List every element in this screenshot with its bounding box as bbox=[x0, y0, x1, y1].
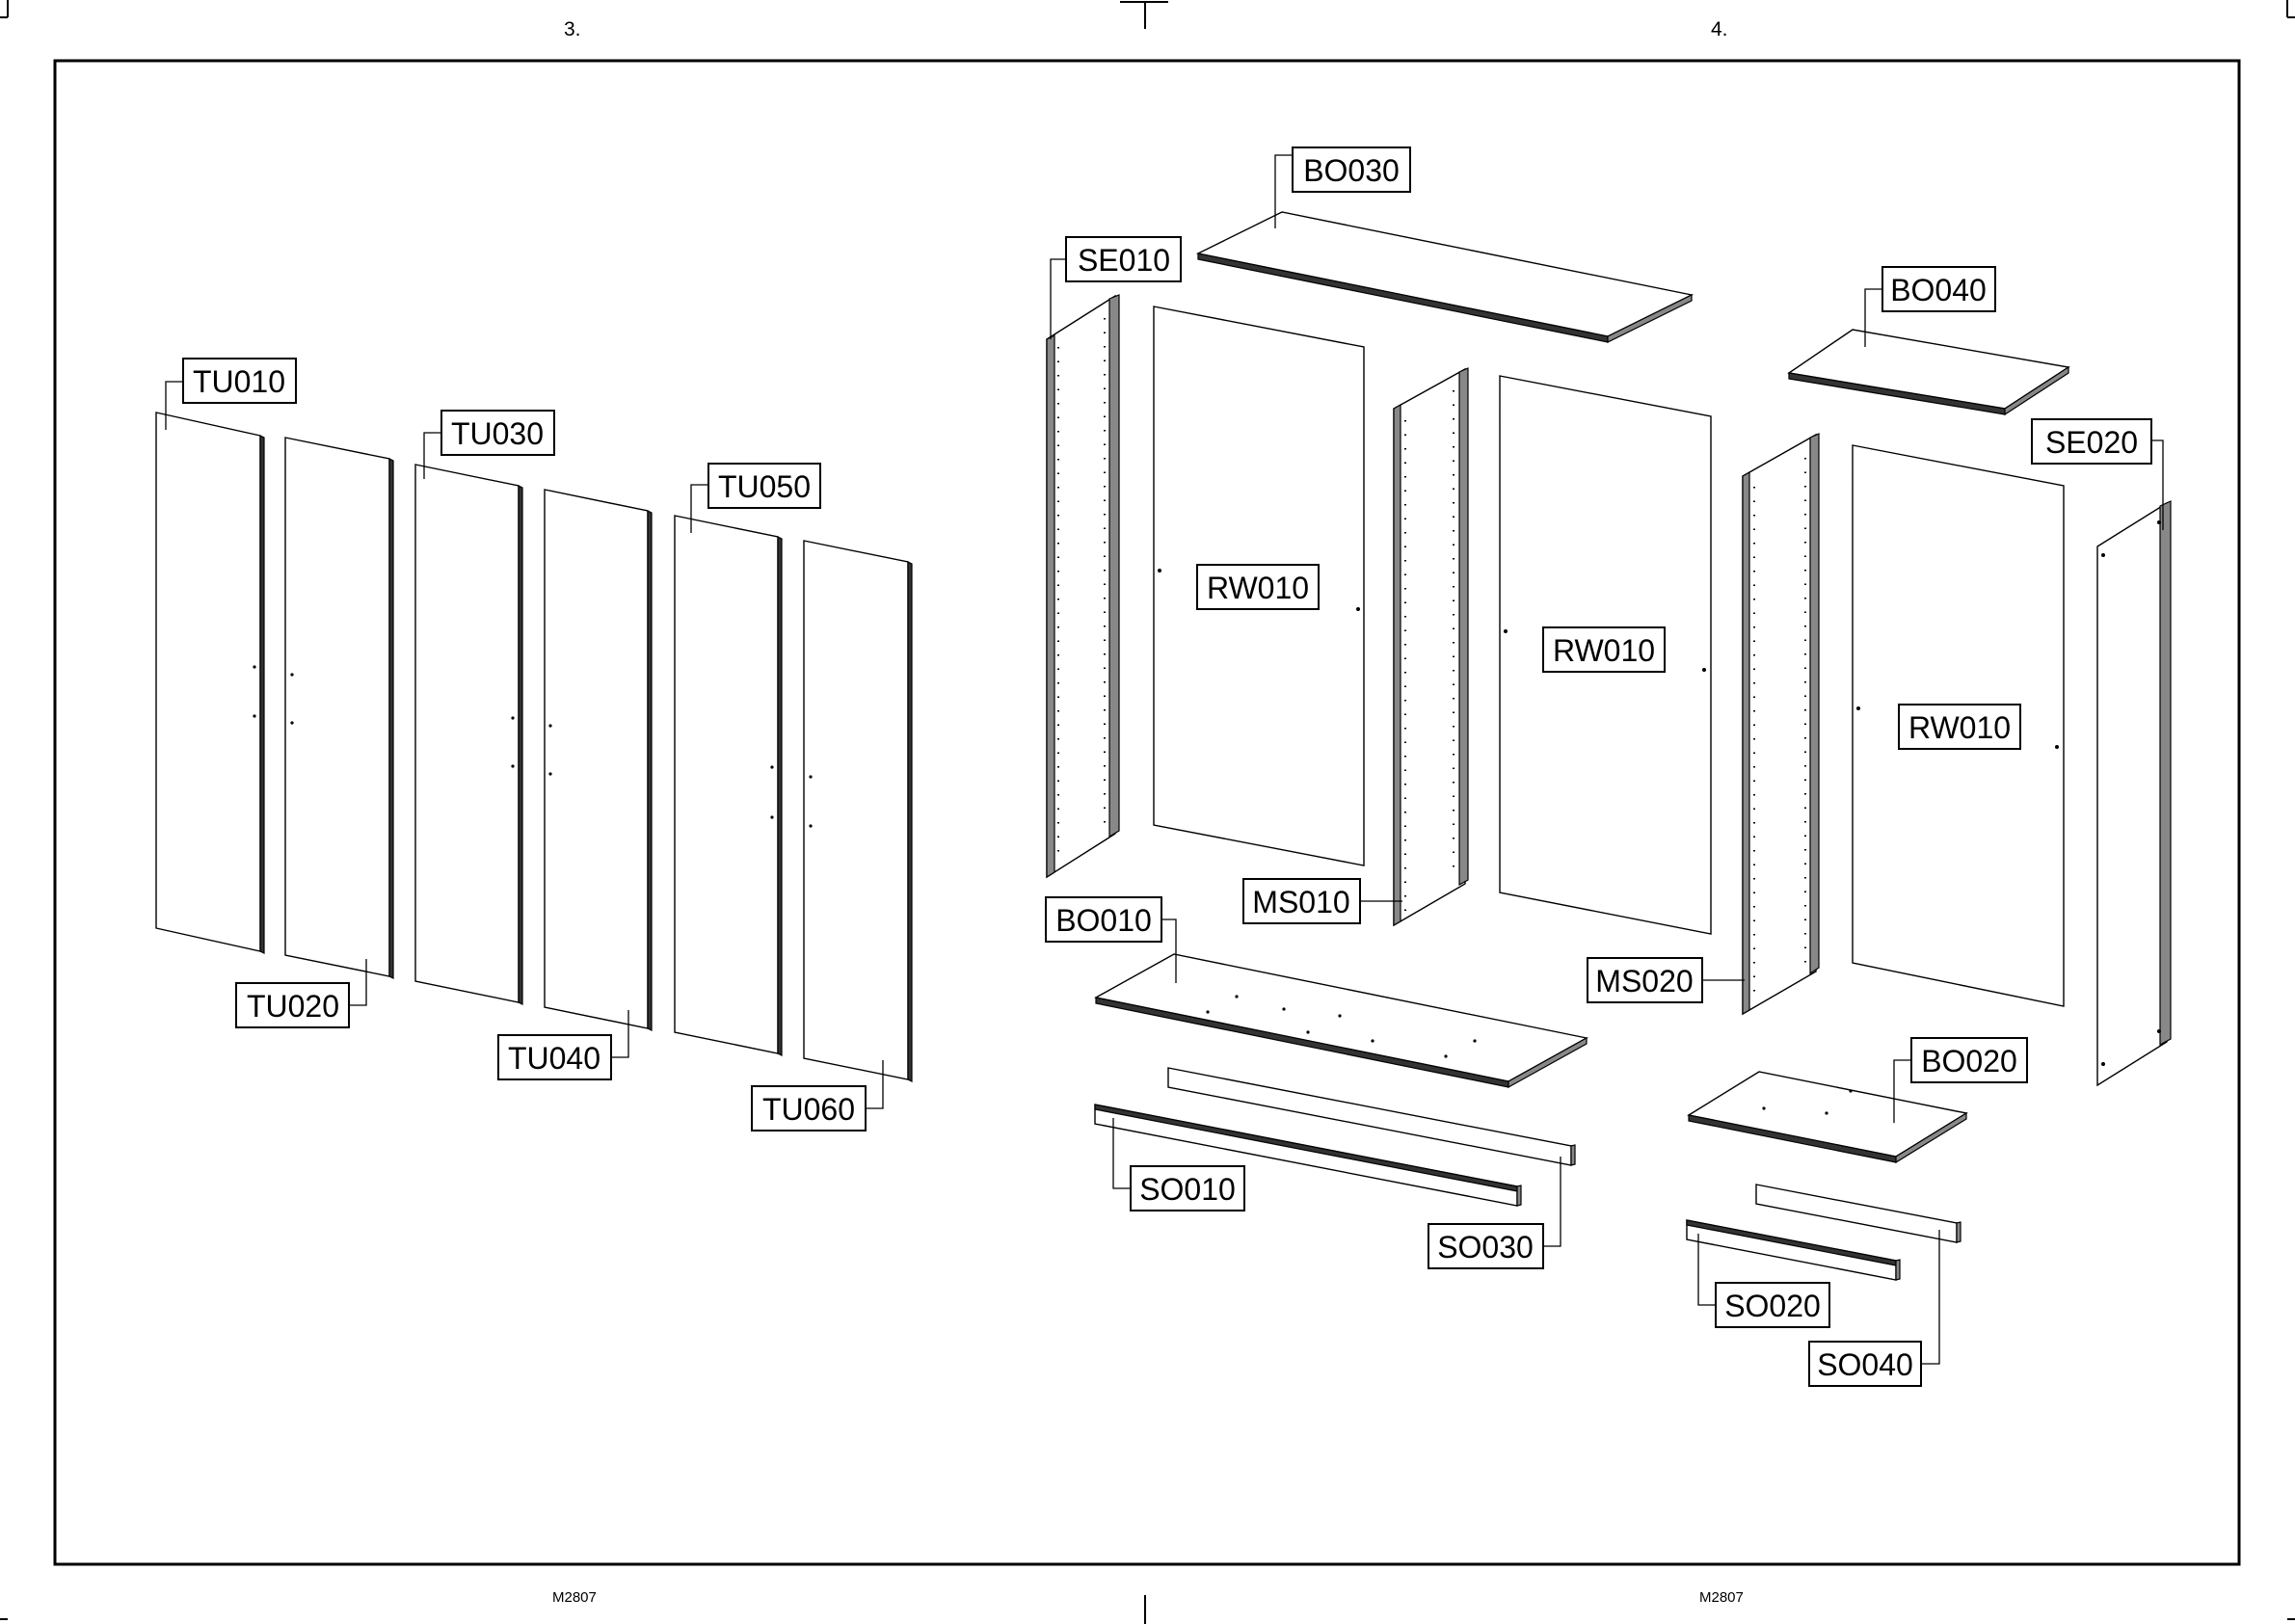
label-tu010: TU010 bbox=[183, 359, 296, 403]
svg-text:BO030: BO030 bbox=[1303, 153, 1400, 188]
svg-text:SE010: SE010 bbox=[1078, 243, 1170, 278]
svg-text:TU020: TU020 bbox=[247, 989, 339, 1024]
right-page-number: 4. bbox=[1711, 18, 1728, 40]
label-ms010: MS010 bbox=[1243, 879, 1360, 923]
label-bo040: BO040 bbox=[1882, 267, 1995, 311]
label-se020: SE020 bbox=[2032, 419, 2151, 464]
svg-text:TU060: TU060 bbox=[762, 1092, 855, 1127]
svg-text:SO030: SO030 bbox=[1437, 1230, 1534, 1265]
label-rw010-a: RW010 bbox=[1197, 565, 1319, 609]
left-page-number: 3. bbox=[564, 18, 581, 40]
label-so030: SO030 bbox=[1428, 1224, 1543, 1268]
right-footer-code: M2807 bbox=[1699, 1589, 1744, 1606]
svg-text:TU010: TU010 bbox=[193, 364, 285, 399]
svg-text:RW010: RW010 bbox=[1553, 633, 1655, 668]
svg-text:SO020: SO020 bbox=[1724, 1289, 1821, 1323]
svg-text:RW010: RW010 bbox=[1908, 710, 2011, 745]
label-so020: SO020 bbox=[1716, 1283, 1829, 1327]
door-panels bbox=[156, 413, 912, 1081]
label-bo020: BO020 bbox=[1911, 1038, 2027, 1082]
label-se010: SE010 bbox=[1066, 237, 1181, 281]
label-so010: SO010 bbox=[1131, 1166, 1244, 1211]
svg-text:SO040: SO040 bbox=[1817, 1347, 1913, 1382]
label-bo010: BO010 bbox=[1046, 897, 1161, 942]
label-rw010-c: RW010 bbox=[1899, 705, 2020, 749]
label-rw010-b: RW010 bbox=[1543, 627, 1665, 672]
svg-text:BO010: BO010 bbox=[1055, 903, 1152, 938]
svg-text:TU030: TU030 bbox=[451, 416, 544, 451]
left-footer-code: M2807 bbox=[552, 1589, 597, 1606]
svg-text:SE020: SE020 bbox=[2045, 425, 2138, 460]
label-tu030: TU030 bbox=[441, 411, 554, 455]
svg-text:BO040: BO040 bbox=[1890, 273, 1987, 307]
label-bo030: BO030 bbox=[1293, 147, 1410, 192]
svg-text:TU050: TU050 bbox=[718, 469, 811, 504]
label-tu020: TU020 bbox=[236, 983, 349, 1027]
svg-text:TU040: TU040 bbox=[508, 1041, 600, 1076]
svg-text:BO020: BO020 bbox=[1921, 1044, 2017, 1078]
svg-text:RW010: RW010 bbox=[1207, 571, 1309, 605]
label-tu040: TU040 bbox=[498, 1035, 611, 1079]
label-tu060: TU060 bbox=[752, 1086, 866, 1131]
svg-text:SO010: SO010 bbox=[1139, 1172, 1236, 1207]
svg-text:MS020: MS020 bbox=[1595, 964, 1693, 998]
svg-text:MS010: MS010 bbox=[1252, 885, 1349, 919]
label-tu050: TU050 bbox=[708, 464, 820, 508]
label-ms020: MS020 bbox=[1588, 958, 1702, 1002]
label-so040: SO040 bbox=[1809, 1342, 1921, 1386]
